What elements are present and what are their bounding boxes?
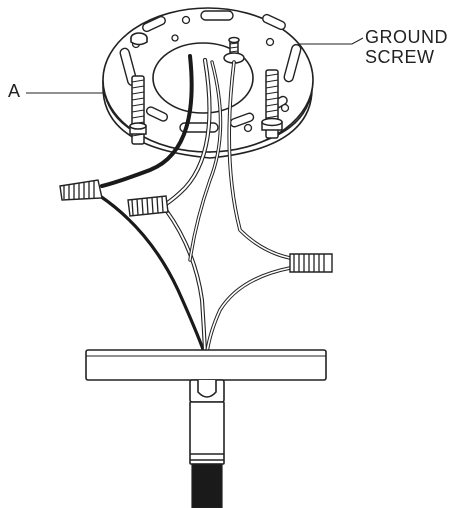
- wire-black: [98, 54, 206, 354]
- bracket-nut-left: [130, 32, 148, 46]
- callout-a-label: A: [8, 81, 21, 101]
- callout-ground-label-line2: SCREW: [365, 47, 435, 67]
- mounting-screw-right: [261, 69, 283, 139]
- ground-screw: [223, 36, 245, 64]
- stem-lower: [191, 463, 223, 508]
- mounting-screw-left: [129, 75, 147, 145]
- canopy: [85, 349, 327, 381]
- wire-nut-ground: [289, 253, 333, 273]
- wire-ground: [205, 60, 292, 354]
- canopy-body: [85, 349, 327, 381]
- stem-connector: [189, 379, 225, 403]
- wire-black-branch: [188, 60, 223, 262]
- callout-a: A: [8, 81, 103, 101]
- wire-nut-white: [127, 195, 169, 217]
- stem-rod: [189, 401, 225, 465]
- wire-nut-black: [59, 179, 103, 201]
- bracket-slots: [119, 10, 302, 133]
- callout-ground-label-line1: GROUND: [365, 27, 448, 47]
- wire-white-1: [163, 57, 212, 354]
